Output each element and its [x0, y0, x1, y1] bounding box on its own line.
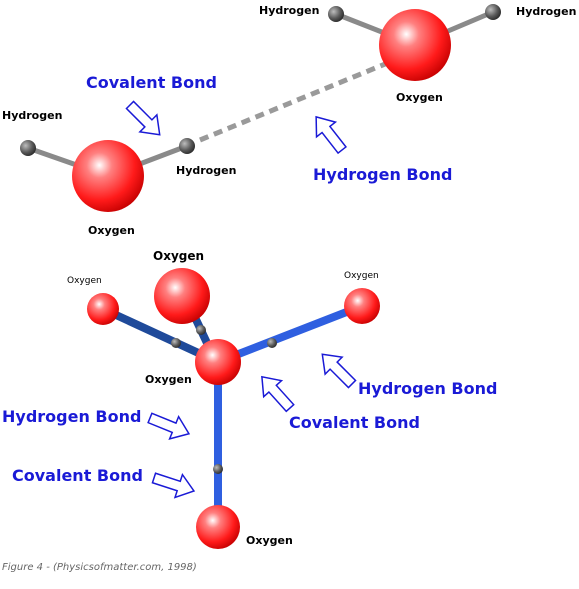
- label-oxygen-bottom: Oxygen: [246, 534, 293, 547]
- label-oxygen-right: Oxygen: [344, 271, 379, 281]
- oxygen-atom: [344, 288, 380, 324]
- oxygen-atom: [87, 293, 119, 325]
- hydrogen-atom: [213, 464, 223, 474]
- hydrogen-atom: [328, 6, 344, 22]
- label-hydrogen-bond-right: Hydrogen Bond: [358, 379, 498, 398]
- hydrogen-atom: [20, 140, 36, 156]
- arrow-hydrogen-bond-right: [321, 353, 357, 389]
- label-hydrogen: Hydrogen: [259, 4, 320, 17]
- label-hydrogen: Hydrogen: [516, 5, 577, 18]
- bond-right: [214, 302, 366, 366]
- oxygen-atom: [196, 505, 240, 549]
- label-covalent-bond-left: Covalent Bond: [12, 466, 143, 485]
- hydrogen-bond-dashed: [199, 59, 391, 143]
- hydrogen-atom: [267, 338, 277, 348]
- oxygen-atom: [72, 140, 144, 212]
- label-oxygen-left: Oxygen: [67, 276, 102, 286]
- arrow-covalent-bond: [125, 100, 161, 136]
- label-oxygen: Oxygen: [88, 224, 135, 237]
- figure-caption: Figure 4 - (Physicsofmatter.com, 1998): [2, 562, 197, 573]
- label-oxygen-top: Oxygen: [153, 249, 205, 263]
- label-hydrogen-bond-left: Hydrogen Bond: [2, 407, 142, 426]
- label-covalent-bond: Covalent Bond: [86, 73, 217, 92]
- arrow-covalent-bond-left: [151, 472, 196, 499]
- hydrogen-atom: [485, 4, 501, 20]
- label-covalent-bond-middle: Covalent Bond: [289, 413, 420, 432]
- label-hydrogen: Hydrogen: [2, 109, 63, 122]
- label-hydrogen-bond: Hydrogen Bond: [313, 165, 453, 184]
- arrow-hydrogen-bond: [315, 115, 347, 155]
- arrow-covalent-bond-middle: [261, 375, 295, 413]
- oxygen-atom: [379, 9, 451, 81]
- arrow-hydrogen-bond-left: [147, 412, 191, 440]
- oxygen-atom: [154, 268, 210, 324]
- hydrogen-atom: [179, 138, 195, 154]
- oxygen-atom: [195, 339, 241, 385]
- label-oxygen-center: Oxygen: [145, 373, 192, 386]
- label-oxygen: Oxygen: [396, 91, 443, 104]
- hydrogen-atom: [196, 325, 206, 335]
- label-hydrogen: Hydrogen: [176, 164, 237, 177]
- hydrogen-atom: [171, 338, 181, 348]
